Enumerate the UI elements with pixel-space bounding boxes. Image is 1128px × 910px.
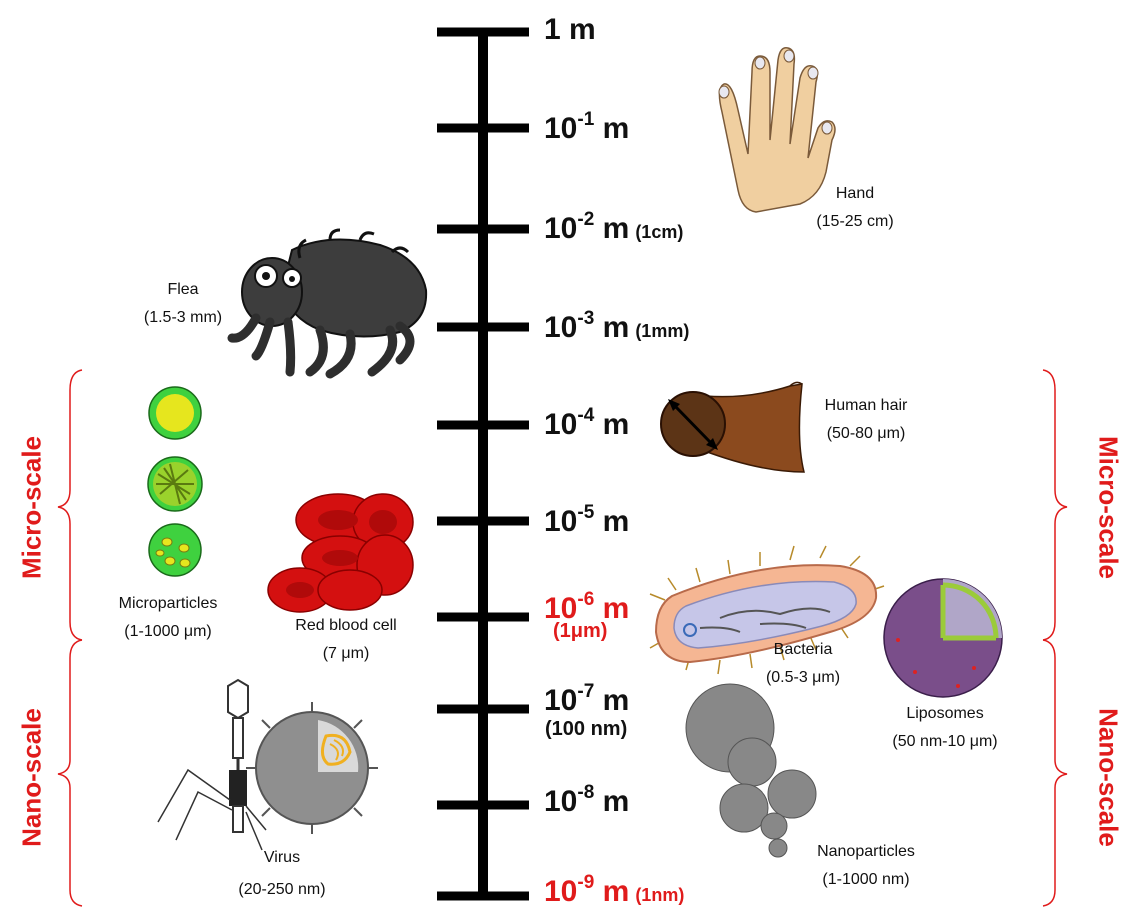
- liposomes-name: Liposomes: [870, 700, 1020, 728]
- red-blood-cell-icon: [268, 494, 413, 612]
- virus-caption: Virus (20-250 nm): [222, 842, 342, 906]
- nano-brace-left: [58, 640, 82, 906]
- microparticles-icon: [148, 387, 202, 576]
- hair-size: (50-80 μm): [806, 420, 926, 448]
- micro-scale-label-left: Micro-scale: [17, 433, 48, 583]
- nano-brace-right: [1043, 640, 1067, 906]
- microparticles-size: (1-1000 μm): [98, 618, 238, 646]
- tick-label-1m: 1 m: [544, 15, 596, 45]
- hair-caption: Human hair (50-80 μm): [806, 392, 926, 448]
- liposomes-icon: [884, 579, 1002, 697]
- liposomes-caption: Liposomes (50 nm-10 μm): [870, 700, 1020, 756]
- micro-brace-right: [1043, 370, 1067, 640]
- flea-caption: Flea (1.5-3 mm): [126, 276, 240, 332]
- liposomes-size: (50 nm-10 μm): [870, 728, 1020, 756]
- rbc-caption: Red blood cell (7 μm): [276, 612, 416, 668]
- virus-name: Virus: [222, 842, 342, 874]
- microparticles-name: Microparticles: [98, 590, 238, 618]
- virus-size: (20-250 nm): [222, 874, 342, 906]
- bacteria-size: (0.5-3 μm): [748, 664, 858, 692]
- nanoparticles-caption: Nanoparticles (1-1000 nm): [796, 838, 936, 894]
- flea-name: Flea: [126, 276, 240, 304]
- nano-scale-label-left: Nano-scale: [17, 703, 48, 853]
- nano-scale-label-right: Nano-scale: [1093, 703, 1124, 853]
- hand-size: (15-25 cm): [800, 208, 910, 236]
- micro-brace-left: [58, 370, 82, 640]
- tick-label-1e-2: 10-2 m(1cm): [544, 212, 683, 244]
- tick-label-1e-7: 10-7 m: [544, 684, 629, 716]
- tick-label-1e-9: 10-9 m(1nm): [544, 875, 684, 907]
- tick-label-1e-3: 10-3 m(1mm): [544, 311, 689, 343]
- sublabel-1um: (1μm): [553, 620, 607, 643]
- tick-label-1e-4: 10-4 m: [544, 408, 629, 440]
- hand-caption: Hand (15-25 cm): [800, 180, 910, 236]
- nanoparticles-name: Nanoparticles: [796, 838, 936, 866]
- microparticles-caption: Microparticles (1-1000 μm): [98, 590, 238, 646]
- bacteria-name: Bacteria: [748, 636, 858, 664]
- rbc-name: Red blood cell: [276, 612, 416, 640]
- rbc-size: (7 μm): [276, 640, 416, 668]
- virus-icon: [158, 680, 378, 850]
- flea-size: (1.5-3 mm): [126, 304, 240, 332]
- hair-name: Human hair: [806, 392, 926, 420]
- tick-label-1e-8: 10-8 m: [544, 785, 629, 817]
- micro-scale-label-right: Micro-scale: [1093, 433, 1124, 583]
- sublabel-100nm: (100 nm): [545, 718, 627, 741]
- tick-label-1e-1: 10-1 m: [544, 112, 629, 144]
- flea-icon: [232, 230, 426, 374]
- hand-name: Hand: [800, 180, 910, 208]
- nanoparticles-icon: [686, 684, 816, 857]
- human-hair-icon: [661, 382, 804, 472]
- tick-label-1e-5: 10-5 m: [544, 505, 629, 537]
- bacteria-caption: Bacteria (0.5-3 μm): [748, 636, 858, 692]
- nanoparticles-size: (1-1000 nm): [796, 866, 936, 894]
